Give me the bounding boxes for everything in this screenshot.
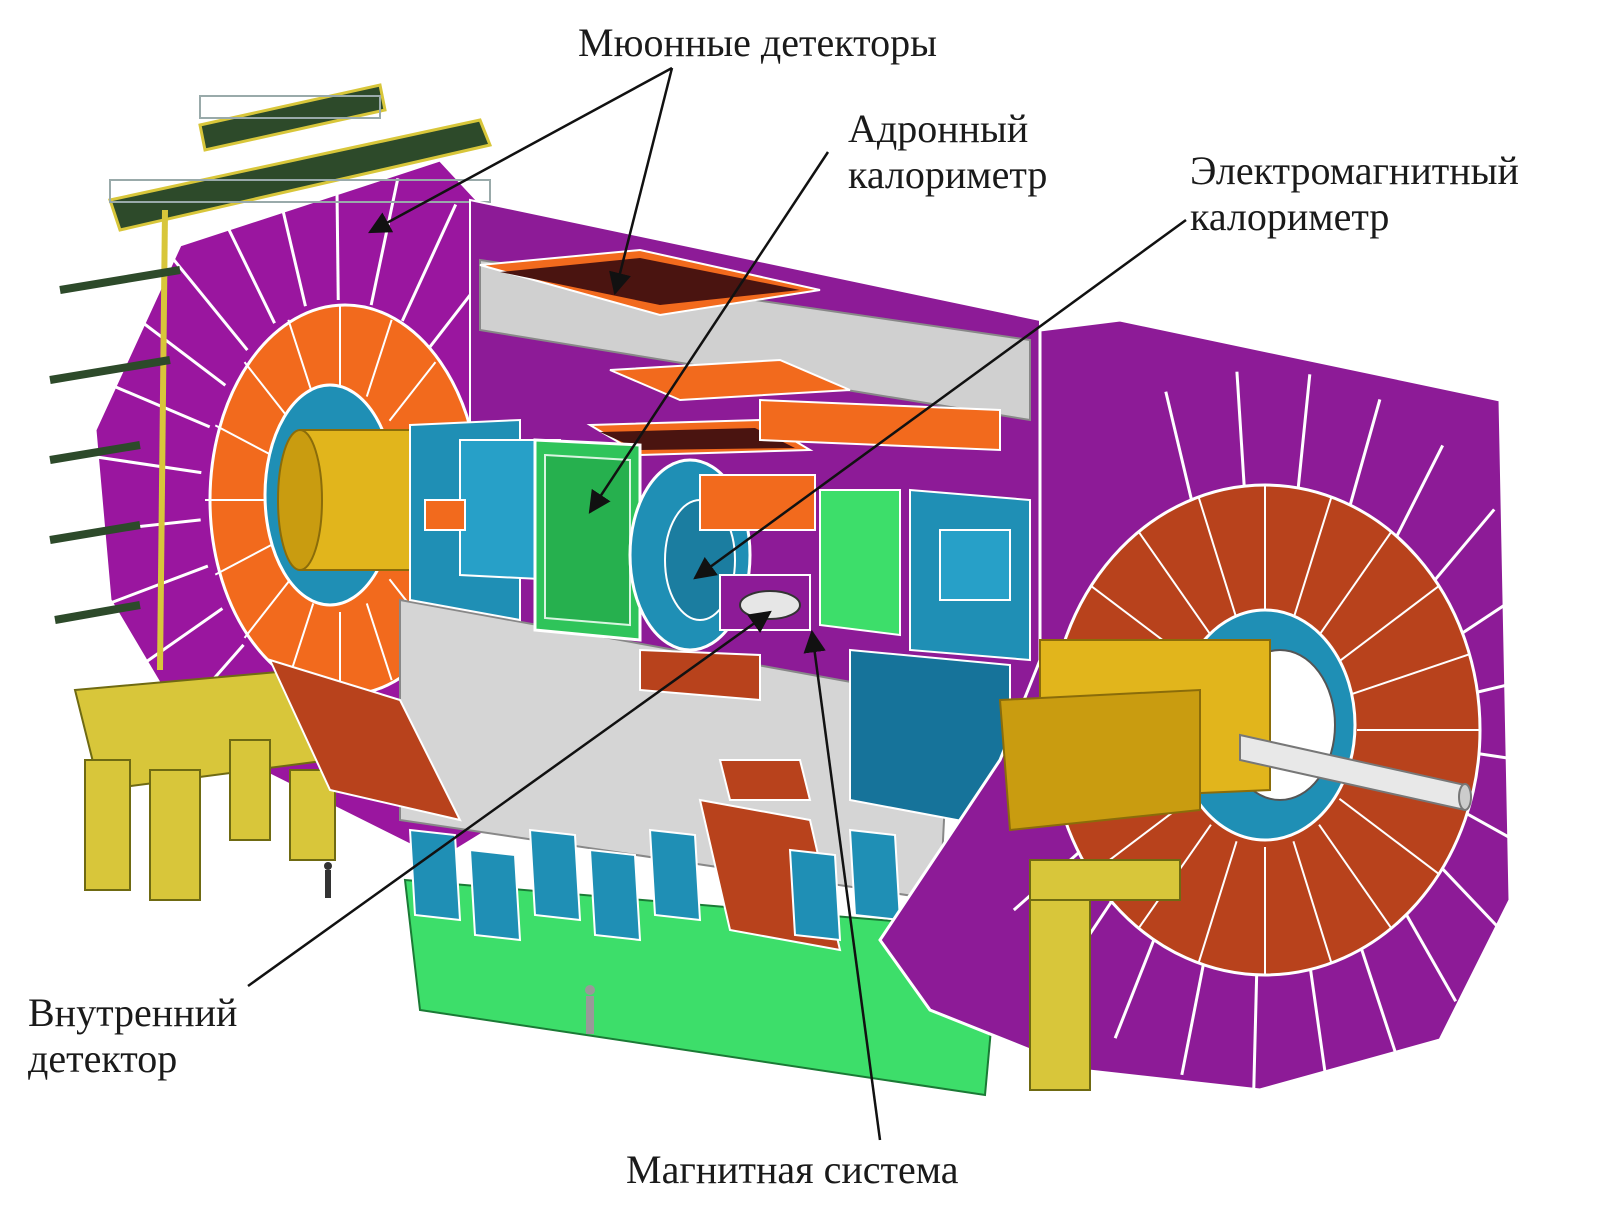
segment-line (1197, 840, 1238, 963)
segment-line (369, 177, 400, 306)
segment-line (243, 578, 292, 639)
label-magnet-system: Магнитная система (626, 1147, 959, 1193)
segment-line (214, 541, 276, 576)
segment-line (1441, 867, 1506, 935)
segment-line (1477, 672, 1552, 694)
segment-line (335, 170, 340, 301)
segment-line (126, 309, 227, 387)
segment-line (1235, 371, 1246, 487)
segment-line (1433, 508, 1496, 581)
segment-line (120, 607, 224, 681)
left-support-feet (73, 668, 336, 901)
segment-line (1461, 586, 1533, 635)
segment-line (1292, 497, 1333, 620)
right-cryostat (998, 639, 1472, 832)
segment-line (1309, 969, 1328, 1083)
segment-line (243, 361, 292, 422)
arrow-muon-to-left-wheel (368, 66, 673, 234)
support-block (648, 828, 702, 922)
label-em-calorimeter: Электромагнитный калориметр (1190, 148, 1519, 240)
label-hadron-line2: калориметр (848, 152, 1048, 197)
top-muon-chambers (479, 248, 1001, 457)
label-inner-detector: Внутренний детектор (28, 990, 237, 1082)
segment-line (1197, 497, 1238, 620)
segment-line (1138, 532, 1212, 636)
segment-line (1318, 824, 1392, 928)
segment-line (1318, 532, 1392, 636)
segment-line (1405, 913, 1457, 1002)
segment-line (1395, 444, 1444, 538)
label-hadron-line1: Адронный (848, 106, 1029, 151)
segment-line (94, 564, 209, 611)
human-scale-figure (324, 862, 595, 1034)
support-block (408, 828, 462, 922)
segment-line (97, 378, 211, 429)
support-block (468, 848, 522, 942)
segment-line (214, 424, 276, 459)
arrow-hadron-calorimeter (588, 151, 830, 514)
lower-muon-chambers (268, 658, 902, 952)
segment-line (287, 319, 315, 397)
segment-line (1352, 653, 1469, 695)
segment-line (1466, 812, 1539, 855)
label-muon-text: Мюонные детекторы (578, 20, 937, 65)
label-muon-detectors: Мюонные детекторы (578, 20, 937, 66)
label-inner-line2: детектор (28, 1036, 178, 1081)
label-em-line2: калориметр (1190, 194, 1390, 239)
arrow-magnet-system (803, 629, 882, 1141)
segment-line (1296, 374, 1312, 489)
segment-line (1338, 797, 1439, 875)
callout-arrows (247, 66, 1187, 1141)
support-block (848, 828, 902, 922)
segment-line (166, 251, 249, 351)
arrow-inner-detector (247, 610, 772, 988)
segment-line (1252, 974, 1259, 1090)
segment-line (82, 453, 202, 475)
segment-line (1360, 948, 1397, 1053)
segment-line (400, 203, 458, 322)
label-inner-line1: Внутренний (28, 990, 238, 1035)
left-scaffold (49, 83, 493, 671)
label-em-line1: Электромагнитный (1190, 148, 1519, 193)
arrow-em-calorimeter (693, 218, 1187, 580)
support-block (588, 848, 642, 942)
right-support-feet (1029, 859, 1181, 1091)
label-magnet-text: Магнитная система (626, 1147, 959, 1192)
segment-line (365, 603, 393, 681)
segment-line (1180, 964, 1205, 1076)
segment-line (1348, 399, 1382, 506)
support-block (528, 828, 582, 922)
arrow-muon-to-top-chambers (609, 67, 674, 296)
segment-line (1164, 391, 1193, 501)
segment-line (1478, 752, 1554, 767)
segment-line (365, 319, 393, 397)
segment-line (1338, 585, 1439, 663)
segment-line (1292, 840, 1333, 963)
segment-line (217, 207, 276, 324)
segment-line (1113, 939, 1156, 1039)
label-hadron-calorimeter: Адронный калориметр (848, 106, 1047, 198)
segment-line (388, 361, 437, 422)
lower-support-blocks (408, 828, 902, 942)
support-block (788, 848, 842, 942)
calorimeter-core (409, 418, 1031, 832)
